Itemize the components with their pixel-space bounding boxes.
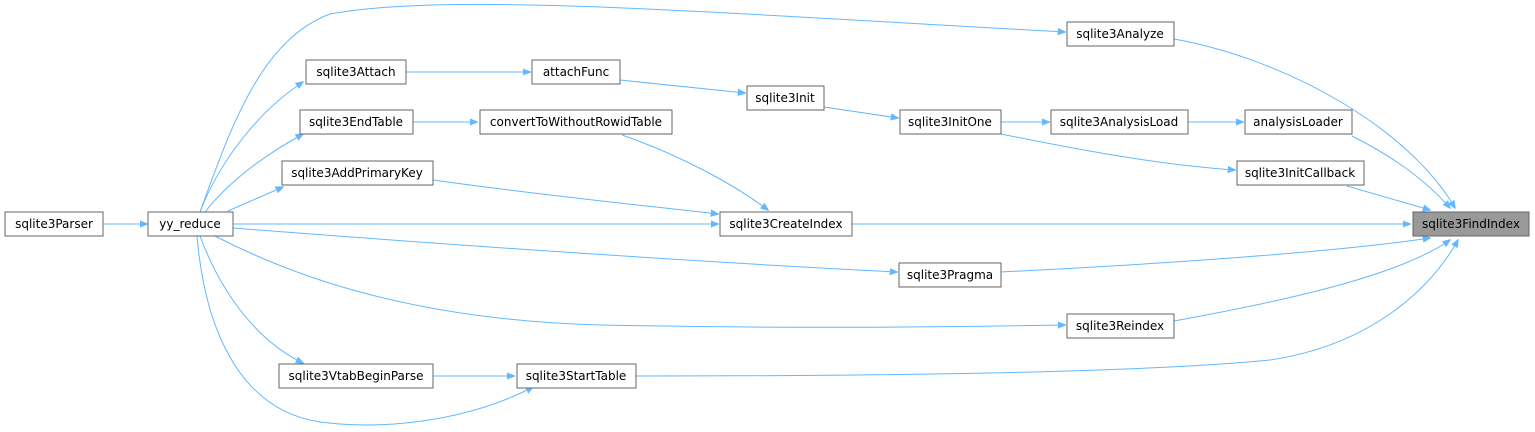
edge-yyreduce-pragma — [232, 227, 897, 272]
node-label: sqlite3FindIndex — [1422, 217, 1520, 231]
edge-yyreduce-attach — [199, 82, 303, 213]
node-label: analysisLoader — [1253, 115, 1343, 129]
node-sqlite3starttable[interactable]: sqlite3StartTable — [516, 363, 637, 389]
edge-initcallback-findindex — [1346, 185, 1430, 210]
edge-starttable-findindex — [635, 240, 1458, 377]
edge-addpk-createindex — [432, 179, 718, 214]
node-analysisloader[interactable]: analysisLoader — [1244, 109, 1353, 135]
node-sqlite3initcallback[interactable]: sqlite3InitCallback — [1236, 160, 1365, 186]
node-sqlite3endtable[interactable]: sqlite3EndTable — [299, 109, 414, 135]
edge-reindex-findindex — [1173, 240, 1450, 322]
node-label: sqlite3Init — [755, 91, 815, 105]
edge-yyreduce-analyze — [199, 3, 1065, 213]
node-label: sqlite3InitOne — [908, 115, 992, 129]
node-yy-reduce[interactable]: yy_reduce — [147, 211, 234, 237]
edge-yyreduce-reindex — [214, 235, 1065, 327]
edge-attachfunc-init — [619, 79, 745, 93]
node-sqlite3initone[interactable]: sqlite3InitOne — [899, 109, 1002, 135]
node-label: sqlite3AddPrimaryKey — [291, 166, 423, 180]
node-label: sqlite3Pragma — [907, 268, 993, 282]
node-label: sqlite3CreateIndex — [729, 217, 842, 231]
edge-pragma-findindex — [1000, 238, 1430, 273]
edge-convert-createindex — [621, 134, 768, 210]
node-attachfunc[interactable]: attachFunc — [531, 59, 621, 85]
node-label: yy_reduce — [159, 217, 220, 231]
node-converttowithoutrowidtable[interactable]: convertToWithoutRowidTable — [479, 109, 673, 135]
node-label: sqlite3InitCallback — [1245, 166, 1355, 180]
node-label: convertToWithoutRowidTable — [490, 115, 662, 129]
edges — [103, 3, 1458, 426]
node-sqlite3init[interactable]: sqlite3Init — [746, 85, 825, 111]
edge-init-initone — [823, 106, 898, 118]
edge-yyreduce-starttable — [196, 235, 533, 426]
edge-analysisloader-findindex — [1351, 135, 1450, 208]
edge-yyreduce-addpk — [227, 187, 283, 212]
node-label: sqlite3Reindex — [1076, 319, 1164, 333]
node-sqlite3reindex[interactable]: sqlite3Reindex — [1066, 313, 1175, 339]
node-sqlite3createindex[interactable]: sqlite3CreateIndex — [719, 211, 853, 237]
node-sqlite3findindex[interactable]: sqlite3FindIndex — [1412, 211, 1530, 237]
node-sqlite3vtabbeginparse[interactable]: sqlite3VtabBeginParse — [278, 363, 434, 389]
node-label: sqlite3Attach — [316, 65, 395, 79]
nodes: sqlite3Parser yy_reduce sqlite3Attach sq… — [4, 21, 1530, 389]
node-sqlite3attach[interactable]: sqlite3Attach — [305, 59, 407, 85]
node-label: sqlite3Analyze — [1076, 27, 1164, 41]
edge-yyreduce-endtable — [204, 134, 303, 213]
node-sqlite3pragma[interactable]: sqlite3Pragma — [898, 262, 1002, 288]
node-sqlite3analyze[interactable]: sqlite3Analyze — [1066, 21, 1175, 47]
node-label: sqlite3VtabBeginParse — [289, 369, 424, 383]
node-label: sqlite3AnalysisLoad — [1060, 115, 1179, 129]
node-label: sqlite3StartTable — [526, 369, 627, 383]
node-label: sqlite3EndTable — [309, 115, 403, 129]
edge-initone-initcallback — [1000, 133, 1235, 170]
edge-analyze-findindex — [1173, 38, 1455, 208]
node-label: attachFunc — [543, 65, 609, 79]
node-sqlite3analysisload[interactable]: sqlite3AnalysisLoad — [1050, 109, 1189, 135]
edge-yyreduce-vtab — [199, 235, 303, 363]
node-sqlite3addprimarykey[interactable]: sqlite3AddPrimaryKey — [281, 160, 434, 186]
node-label: sqlite3Parser — [15, 217, 93, 231]
node-sqlite3parser[interactable]: sqlite3Parser — [4, 211, 104, 237]
